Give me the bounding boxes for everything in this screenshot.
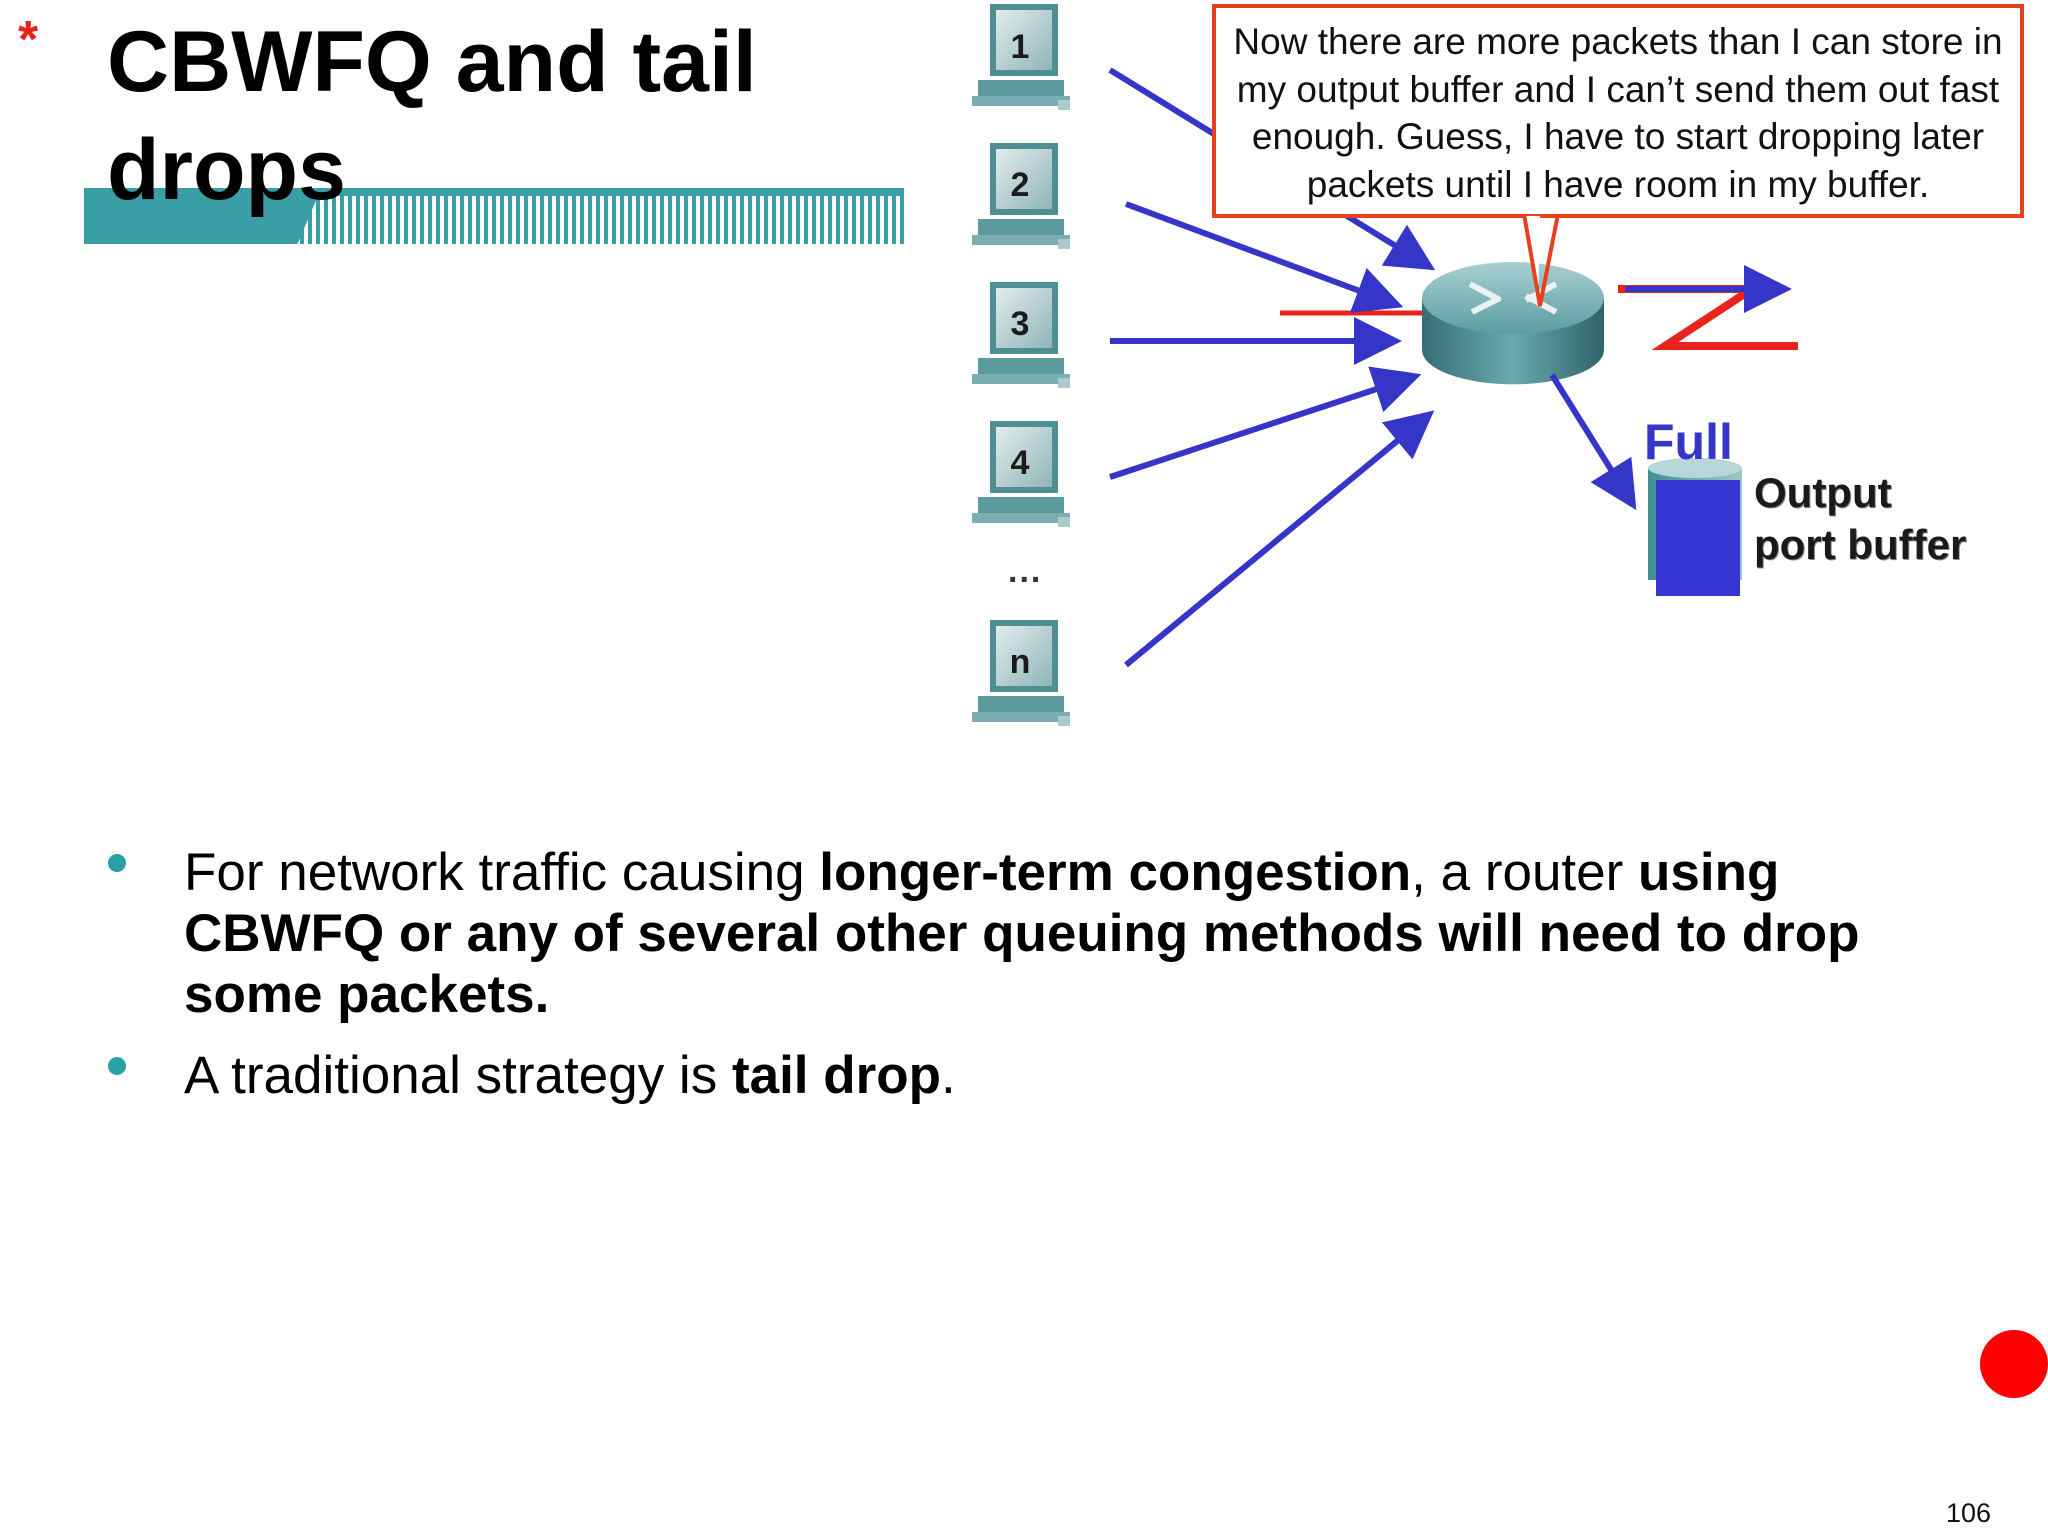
bullet-dot-icon [108,854,126,872]
bullet-dot-icon [108,1057,126,1075]
title-decor-cap [84,188,904,196]
pc-1 [972,4,1070,110]
pc-4 [972,421,1070,527]
page-number: 106 [1946,1498,1992,1528]
bullet-text: A traditional strategy is [184,1046,732,1105]
red-dot-marker [1980,1330,2048,1398]
pc-label-2: 2 [1010,166,1030,204]
buffer-full-label: Full [1644,414,1733,470]
router-thought-callout: Now there are more packets than I can st… [1212,4,2024,218]
arrow-pc-2 [1124,201,1404,313]
bullet-text-bold: longer-term congestion [819,843,1412,902]
bullet-text-bold: tail drop [731,1046,941,1105]
bullet-text: . [941,1046,956,1105]
bullet-list: For network traffic causing longer-term … [100,842,1980,1126]
arrow-pc-n [1124,410,1435,668]
slide-title: CBWFQ and tail drops [107,14,757,218]
output-port-buffer-label: Output port buffer [1754,469,1967,568]
output-buffer-icon [1648,458,1742,596]
pc-label-n: n [1009,643,1031,681]
pc-label-1: 1 [1010,28,1030,66]
bullet-item: For network traffic causing longer-term … [100,842,1980,1025]
serial-link-icon [1618,285,1798,350]
pc-3 [972,282,1070,388]
bullet-text: For network traffic causing [184,843,820,902]
pc-n [972,620,1070,726]
pc-label-3: 3 [1010,305,1030,343]
router-icon [1422,262,1604,385]
pc-label-4: 4 [1010,444,1030,482]
arrow-pc-4 [1109,366,1422,480]
traffic-arrows [1108,67,1792,668]
network-diagram [972,4,1798,726]
pc-ellipsis: ... [1008,552,1043,590]
callout-pointer [1522,213,1560,308]
arrow-to-buffer [1549,373,1637,511]
bullet-text: , a router [1411,843,1639,902]
bullet-text-bold: using CBWFQ or any of several other queu… [184,843,1860,1024]
pc-2 [972,143,1070,249]
asterisk-mark: * [18,11,39,69]
title-decor-solid [84,191,316,244]
bullet-item: A traditional strategy is tail drop. [100,1045,1980,1106]
